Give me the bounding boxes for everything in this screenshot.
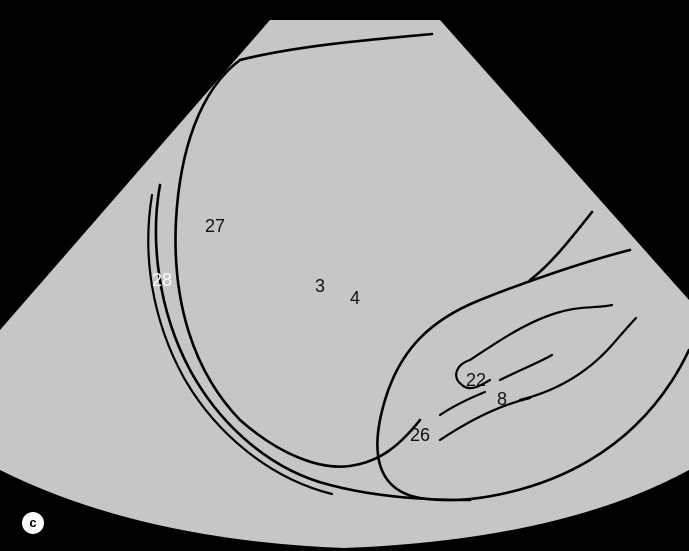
label-8: 8 (497, 389, 507, 409)
label-27: 27 (205, 216, 225, 236)
label-4: 4 (350, 288, 360, 308)
label-22: 22 (466, 370, 486, 390)
label-26: 26 (410, 425, 430, 445)
panel-letter: c (29, 515, 36, 530)
label-3: 3 (315, 276, 325, 296)
label-28: 28 (152, 270, 172, 290)
